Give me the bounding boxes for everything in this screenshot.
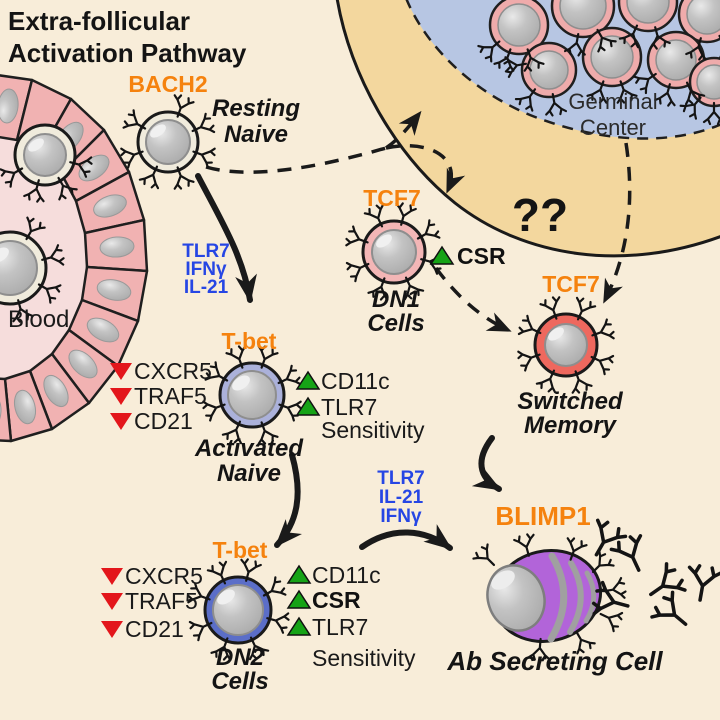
switched-memory-factor: TCF7	[542, 271, 600, 297]
switched-memory-cell	[515, 294, 617, 396]
increased-suffix-label: Sensitivity	[321, 417, 425, 443]
decreased-label: CXCR5	[125, 563, 203, 589]
cytokine-label: IL-21	[184, 277, 229, 298]
dn2-cell	[185, 556, 292, 663]
arrow-naive-to-dn1	[385, 144, 466, 194]
circulating-b-cell	[0, 214, 67, 325]
blood-label: Blood	[8, 306, 69, 333]
germinal-center-cells	[475, 0, 720, 126]
decreased-label: CD21	[134, 408, 193, 434]
arrow-dn1-to-switched-memory	[434, 266, 512, 332]
activated-naive-cell	[200, 343, 304, 447]
decreased-label: CXCR5	[134, 358, 212, 384]
dn1-label-line1: DN1	[372, 286, 420, 313]
transmigrating-b-cell	[0, 123, 95, 205]
decreased-label: CD21	[125, 616, 184, 642]
switched-memory-label-line1: Switched	[517, 388, 624, 415]
arrow-activated-to-dn2	[274, 452, 302, 548]
dashed-arrows	[205, 110, 632, 332]
decrease-triangle	[110, 413, 132, 430]
dn2-label-line1: DN2	[216, 644, 265, 671]
dn1-csr-label: CSR	[457, 243, 506, 269]
arrow-switched-memory-to-asc	[471, 435, 502, 492]
activated-naive-label-line2: Naive	[217, 460, 281, 487]
decreased-label: TRAF5	[134, 383, 207, 409]
increase-triangle	[429, 245, 455, 265]
cytokine-label: IFNγ	[185, 259, 227, 280]
resting-naive-cell	[118, 92, 218, 192]
decrease-triangle	[101, 593, 123, 610]
germinal-center-label-line1: Germinal	[568, 89, 657, 114]
cytokines-asc-differentiation: TLR7 IL-21 IFNγ	[377, 468, 425, 527]
dn1-cell	[343, 200, 446, 303]
arrow-resting-to-activated	[195, 173, 257, 303]
ab-secreting-cell	[470, 531, 628, 662]
dn1-factor: TCF7	[363, 185, 421, 211]
cytokine-label: TLR7	[377, 468, 425, 489]
follicle-region: Germinal Center ??	[335, 0, 720, 258]
germinal-center-label-line2: Center	[580, 115, 646, 140]
activated-naive-decreased-markers: CXCR5 TRAF5 CD21	[110, 358, 212, 434]
figure-title-line2: Activation Pathway	[8, 38, 247, 68]
solid-arrows	[195, 173, 502, 551]
cytokine-label: IL-21	[379, 487, 424, 508]
increased-label: TLR7	[312, 614, 368, 640]
cytokines-naive-activation: TLR7 IFNγ IL-21	[182, 241, 230, 298]
increase-triangle	[286, 589, 312, 609]
follicle-outer-border	[335, 0, 720, 258]
blood-vessel: Blood	[0, 74, 149, 443]
increase-triangle	[295, 396, 321, 416]
arrow-gc-to-switched-memory	[603, 142, 632, 304]
activated-naive-label-line1: Activated	[194, 435, 304, 462]
decrease-triangle	[101, 621, 123, 638]
cytokine-label: IFNγ	[380, 506, 422, 527]
dn2-increased-markers: CD11c CSR TLR7 Sensitivity	[286, 562, 416, 671]
increased-label: CSR	[312, 587, 361, 613]
asc-label: Ab Secreting Cell	[446, 646, 663, 676]
asc-factor: BLIMP1	[495, 501, 590, 531]
dn2-factor: T-bet	[213, 537, 268, 563]
figure-title-line1: Extra-follicular	[8, 6, 190, 36]
resting-naive-label-line2: Naive	[224, 121, 288, 148]
germinal-center-border	[405, 0, 720, 140]
arrow-dn2-to-asc	[359, 524, 453, 551]
decrease-triangle	[110, 363, 132, 380]
resting-naive-factor: BACH2	[128, 71, 207, 97]
cytokine-label: TLR7	[182, 241, 230, 262]
increased-label: CD11c	[321, 368, 390, 394]
question-marks: ??	[512, 189, 568, 241]
increased-label: CD11c	[312, 562, 381, 588]
dn2-decreased-markers: CXCR5 TRAF5 CD21	[101, 563, 203, 642]
resting-naive-label-line1: Resting	[212, 95, 300, 122]
switched-memory-label-line2: Memory	[524, 412, 618, 439]
increase-triangle	[295, 370, 321, 390]
increased-suffix-label: Sensitivity	[312, 645, 416, 671]
dn2-label-line2: Cells	[211, 668, 268, 695]
activated-naive-factor: T-bet	[222, 328, 277, 354]
decrease-triangle	[110, 388, 132, 405]
increase-triangle	[286, 616, 312, 636]
dn1-label-line2: Cells	[367, 310, 424, 337]
activated-naive-increased-markers: CD11c TLR7 Sensitivity	[295, 368, 425, 443]
increased-label: TLR7	[321, 394, 377, 420]
decrease-triangle	[101, 568, 123, 585]
decreased-label: TRAF5	[125, 588, 198, 614]
increase-triangle	[286, 564, 312, 584]
